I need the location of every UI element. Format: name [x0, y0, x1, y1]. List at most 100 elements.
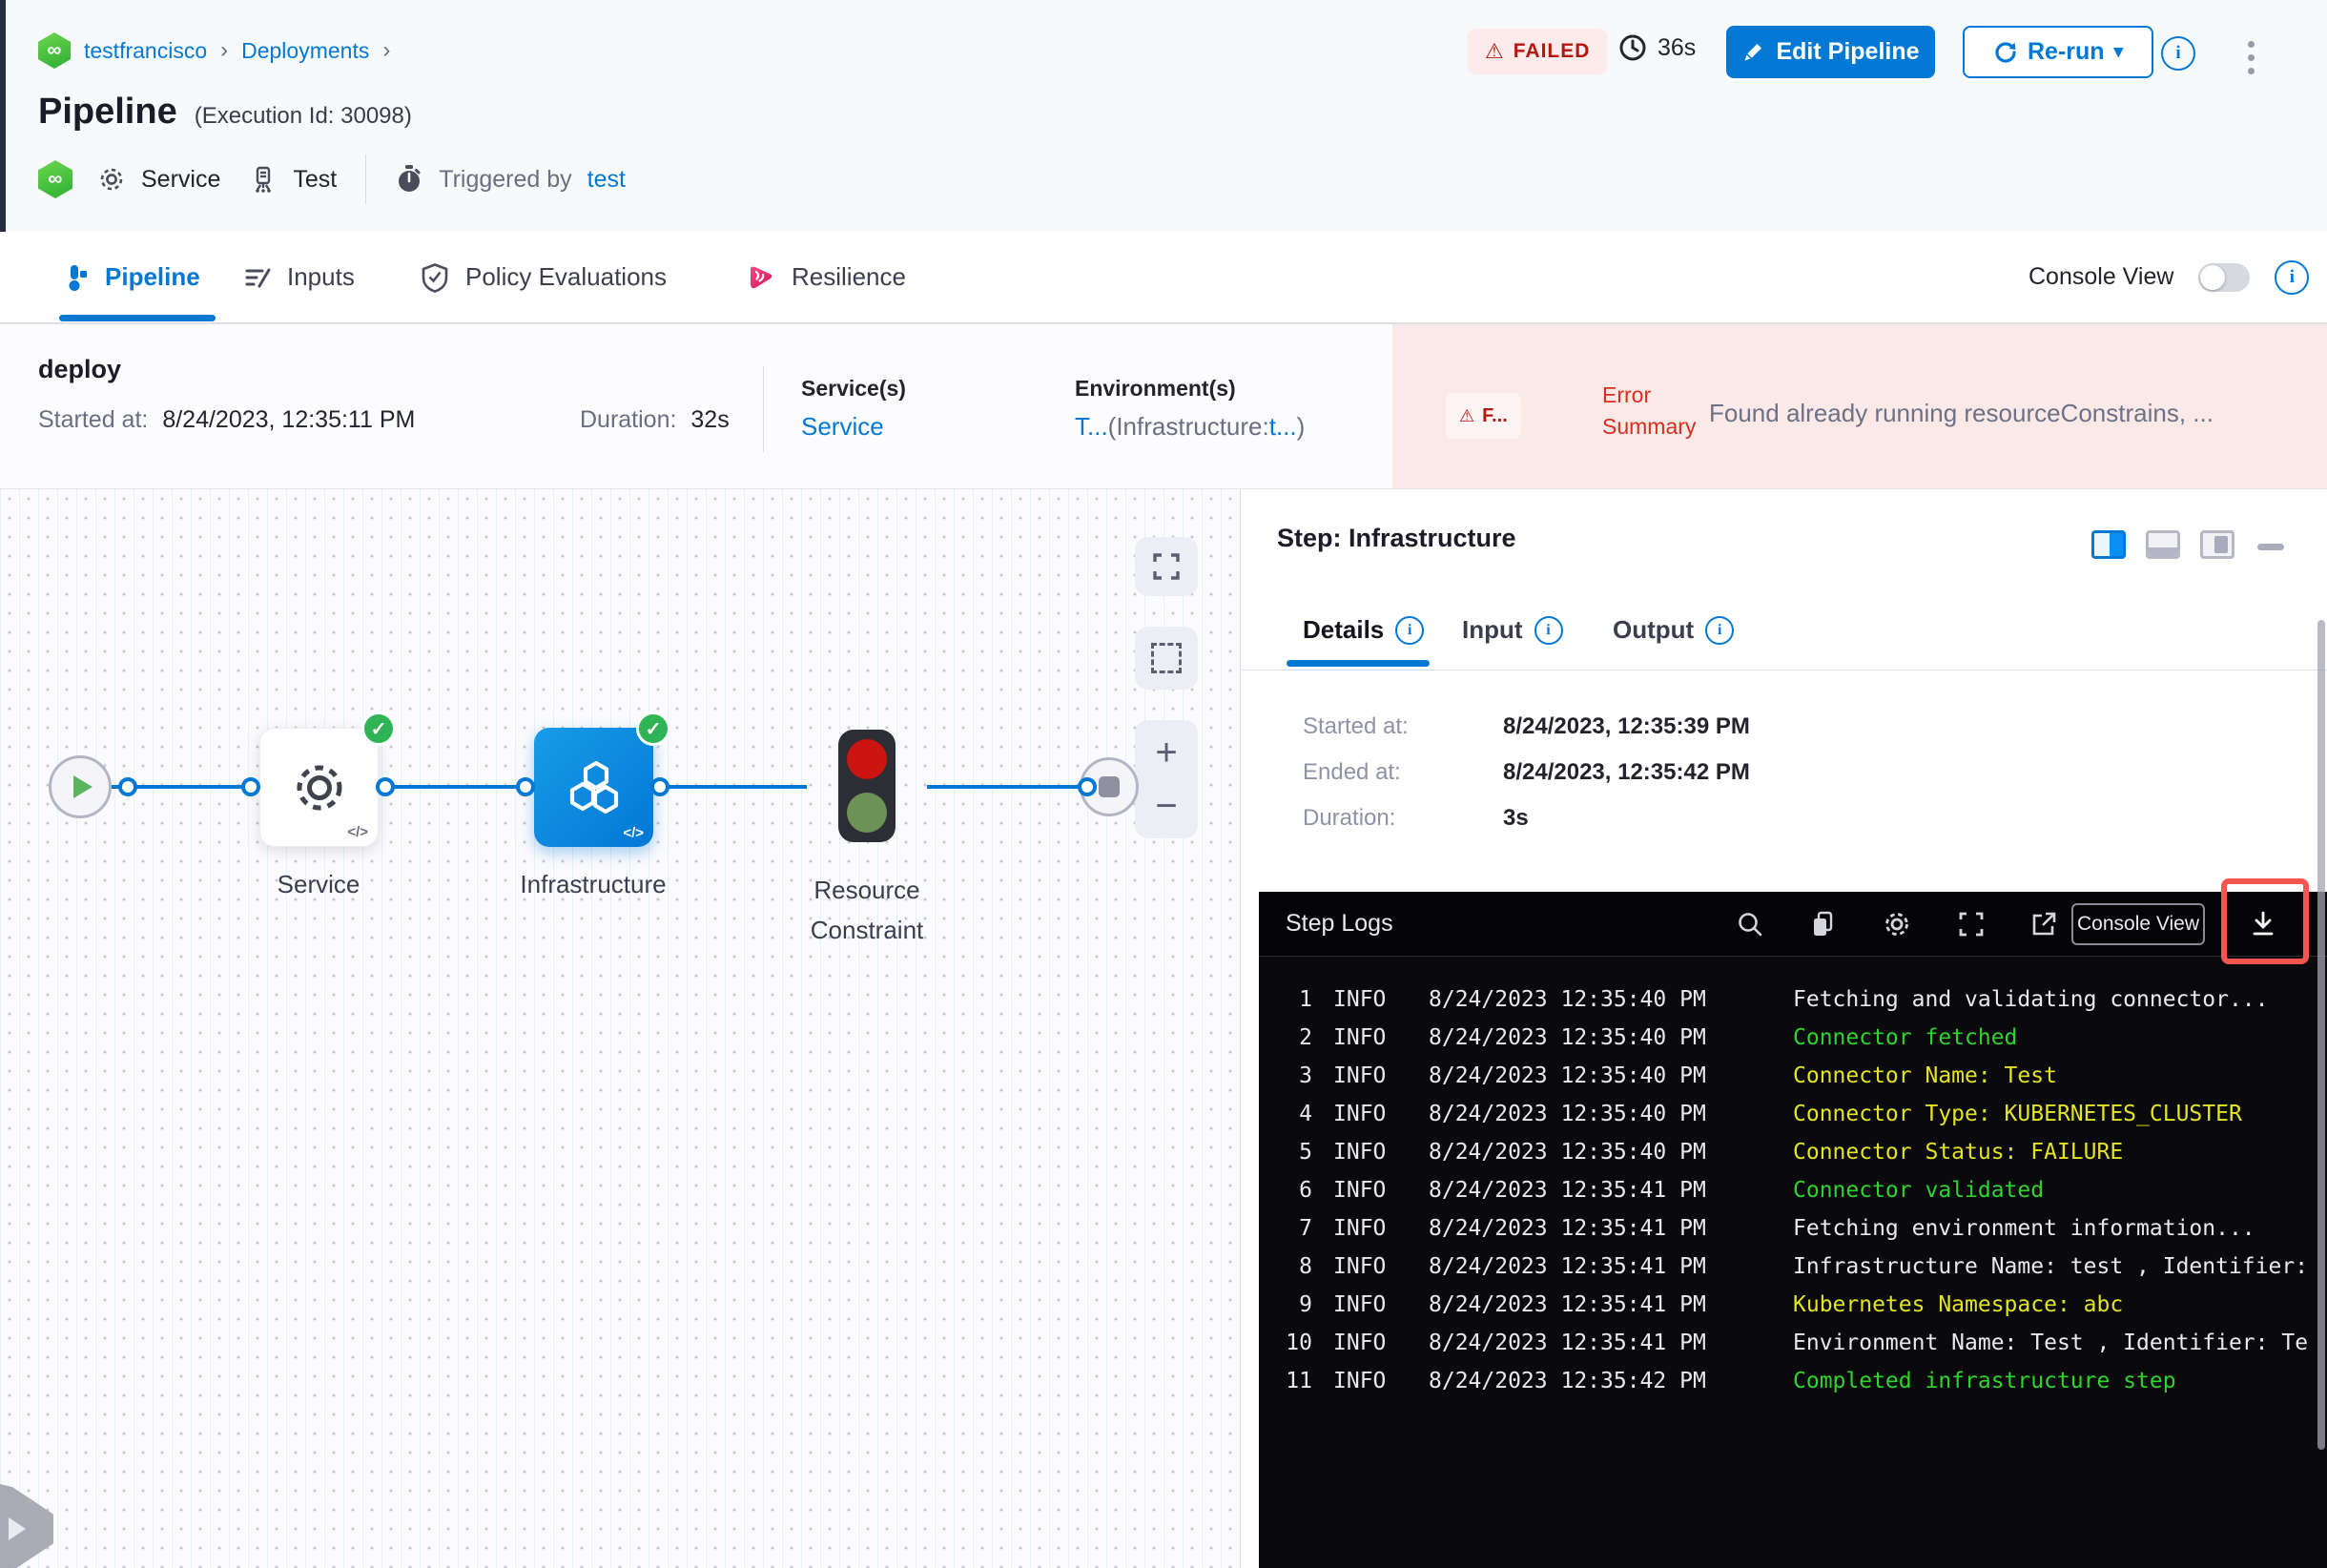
stop-icon [1099, 776, 1120, 797]
output-info-icon[interactable]: i [1705, 615, 1735, 645]
node-resource-constraint[interactable] [838, 730, 896, 842]
log-timestamp: 8/24/2023 12:35:40 PM [1429, 987, 1706, 1012]
log-timestamp: 8/24/2023 12:35:41 PM [1429, 1178, 1706, 1203]
active-tab-underline [59, 315, 216, 321]
log-line-number: 4 [1299, 1102, 1312, 1126]
breadcrumb: ∞ testfrancisco › Deployments › [38, 32, 390, 69]
log-line-number: 6 [1299, 1178, 1312, 1203]
console-view-info-icon[interactable]: i [2275, 259, 2310, 295]
code-glyph: </> [347, 824, 368, 840]
error-badge-text: F... [1482, 404, 1508, 426]
triggered-by-user-link[interactable]: test [587, 165, 626, 193]
log-message: Connector fetched [1793, 1025, 2018, 1050]
duration-label: Duration: [580, 406, 677, 433]
success-badge: ✓ [636, 712, 670, 746]
layout-right-split-button[interactable] [2091, 530, 2126, 559]
pipeline-icon [59, 262, 90, 293]
refresh-icon [1993, 40, 2018, 65]
step-logs-title: Step Logs [1286, 910, 1393, 937]
more-options-menu[interactable] [2241, 30, 2260, 85]
rerun-label: Re-run [2027, 38, 2105, 65]
tab-details-label: Details [1303, 615, 1385, 644]
search-icon[interactable] [1734, 908, 1766, 940]
zoom-in-button[interactable]: + [1155, 732, 1178, 774]
log-level: INFO [1333, 1102, 1387, 1126]
panel-expand-handle[interactable] [0, 1476, 53, 1568]
pencil-icon [1741, 41, 1764, 64]
traffic-green-light [847, 793, 887, 833]
details-info-icon[interactable]: i [1395, 615, 1425, 645]
error-status-badge: ⚠ F... [1446, 393, 1521, 439]
divider [763, 366, 764, 452]
chevron-right-icon [9, 1517, 26, 1540]
started-label: Started at: [38, 406, 149, 433]
log-message: Connector Status: FAILURE [1793, 1140, 2124, 1165]
rerun-info-icon[interactable]: i [2161, 36, 2195, 71]
tab-output[interactable]: Output i [1613, 615, 1735, 645]
log-level: INFO [1333, 1025, 1387, 1050]
breadcrumb-project-link[interactable]: testfrancisco [84, 37, 208, 63]
environment-value: T...(Infrastructure:t...) [1075, 412, 1305, 442]
breadcrumb-deployments-link[interactable]: Deployments [241, 37, 370, 63]
log-message: Fetching environment information... [1793, 1216, 2255, 1241]
log-message: Kubernetes Namespace: abc [1793, 1292, 2124, 1317]
open-in-new-icon[interactable] [2028, 908, 2060, 940]
console-view-toggle[interactable] [2198, 262, 2251, 292]
layout-bottom-split-button[interactable] [2146, 530, 2180, 559]
minimize-panel-button[interactable] [2257, 544, 2284, 550]
node-service[interactable]: </> [259, 728, 379, 847]
warning-icon: ⚠ [1485, 39, 1504, 63]
tab-input-label: Input [1462, 615, 1523, 644]
tab-pipeline[interactable]: Pipeline [59, 232, 200, 322]
tab-resilience[interactable]: Resilience [744, 232, 906, 322]
layout-drawer-button[interactable] [2200, 530, 2234, 559]
canvas-select-button[interactable] [1135, 627, 1198, 690]
zoom-out-button[interactable]: − [1155, 785, 1178, 827]
log-line-number: 10 [1286, 1331, 1312, 1355]
log-fullscreen-icon[interactable] [1955, 908, 1987, 940]
start-node[interactable] [49, 755, 112, 818]
environment-name[interactable]: Test [293, 165, 338, 193]
log-message: Infrastructure Name: test , Identifier: [1793, 1254, 2309, 1279]
log-line-number: 8 [1299, 1254, 1312, 1279]
service-link[interactable]: Service [801, 412, 884, 441]
ended-at-label: Ended at: [1303, 759, 1401, 785]
log-timestamp: 8/24/2023 12:35:42 PM [1429, 1369, 1706, 1393]
status-text: FAILED [1513, 40, 1591, 62]
node-infrastructure[interactable]: </> [534, 728, 653, 847]
canvas-fullscreen-button[interactable] [1135, 537, 1198, 596]
execution-id: (Execution Id: 30098) [194, 103, 412, 129]
input-info-icon[interactable]: i [1534, 615, 1563, 645]
tab-details[interactable]: Details i [1303, 615, 1425, 645]
rerun-button[interactable]: Re-run ▾ [1963, 26, 2153, 78]
console-view-button[interactable]: Console View [2071, 903, 2205, 945]
download-logs-icon[interactable] [2247, 908, 2279, 940]
execution-tabbar: Pipeline Inputs Policy Evaluations [0, 232, 2327, 324]
edit-pipeline-button[interactable]: Edit Pipeline [1726, 26, 1935, 78]
graph-edge [112, 785, 807, 789]
log-level: INFO [1333, 1178, 1387, 1203]
stage-name[interactable]: deploy [38, 355, 122, 383]
copy-icon[interactable] [1806, 908, 1839, 940]
log-settings-gear-icon[interactable] [1881, 908, 1913, 940]
log-timestamp: 8/24/2023 12:35:40 PM [1429, 1102, 1706, 1126]
service-name[interactable]: Service [141, 165, 221, 193]
services-header: Service(s) [801, 376, 906, 401]
edit-pipeline-label: Edit Pipeline [1776, 38, 1920, 65]
tab-policy-evaluations[interactable]: Policy Evaluations [420, 232, 667, 322]
tab-input[interactable]: Input i [1462, 615, 1563, 645]
environment-link[interactable]: T... [1075, 412, 1108, 441]
edge-connector-dot [376, 777, 395, 796]
tab-inputs[interactable]: Inputs [243, 232, 355, 322]
tab-policy-label: Policy Evaluations [465, 262, 667, 291]
pipeline-graph-canvas[interactable]: </> ✓ </> ✓ Service Infrastructure Resou… [0, 489, 1240, 1568]
stopwatch-icon [395, 164, 423, 195]
infrastructure-link[interactable]: t... [1268, 412, 1297, 441]
log-line-number: 7 [1299, 1216, 1312, 1241]
vertical-scrollbar[interactable] [2317, 620, 2325, 1450]
